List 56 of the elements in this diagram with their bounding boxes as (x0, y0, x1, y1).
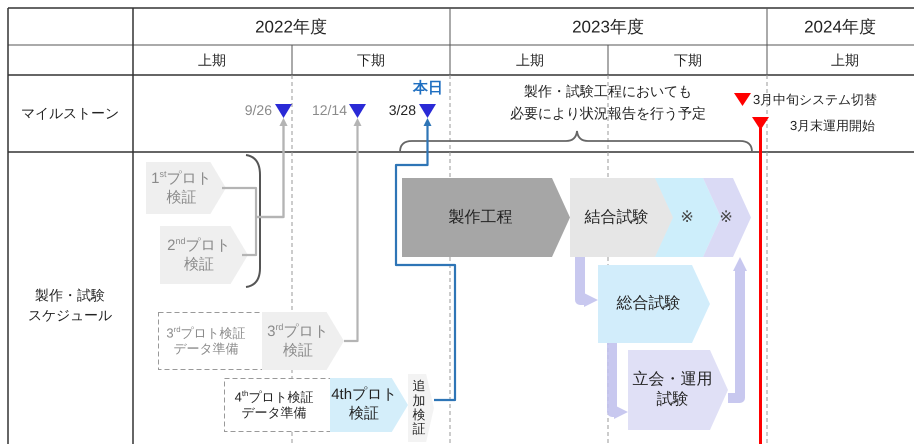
step-label: 2$^{nd}$プロト検証 (166, 236, 231, 274)
row-header: スケジュール (28, 307, 112, 325)
milestone-label: 3月末運用開始 (790, 117, 876, 135)
phase-block (160, 226, 248, 284)
dashed-box (224, 378, 332, 432)
step-label: 4thプロト検証 (330, 386, 398, 424)
milestone-marker (419, 104, 436, 118)
phase-block (402, 178, 570, 257)
step-label: 結合試験 (584, 208, 649, 228)
row-header: 製作・試験 (35, 287, 105, 305)
step-label: ※ (680, 208, 694, 228)
flow-arrow (607, 343, 628, 419)
flow-arrow (575, 257, 598, 307)
flow-arrow (728, 257, 747, 403)
note-text: 必要により状況報告を行う予定 (510, 105, 706, 123)
today-label: 本日 (413, 78, 443, 98)
milestone-marker (752, 117, 769, 130)
milestone-label: 9/26 (244, 102, 272, 118)
phase-block (146, 162, 226, 214)
row-header: マイルストーン (21, 105, 119, 123)
milestone-marker (734, 93, 751, 106)
milestone-marker (275, 104, 292, 118)
half-year-header: 上期 (831, 52, 859, 70)
step-label: 追加検証 (412, 379, 426, 437)
phase-block (598, 265, 710, 343)
phase-block (570, 178, 674, 257)
milestone-label: 3/28 (388, 102, 416, 118)
connector-arrow (394, 118, 456, 402)
step-label: ※ (719, 208, 733, 228)
phase-block (330, 378, 408, 432)
milestone-label: 12/14 (312, 102, 347, 118)
phase-block (628, 350, 728, 430)
year-header: 2024年度 (804, 16, 876, 38)
year-header: 2023年度 (572, 16, 644, 38)
half-year-header: 下期 (674, 52, 702, 70)
step-label: 総合試験 (616, 294, 681, 314)
phase-block (408, 374, 434, 442)
step-label: 3$^{rd}$プロト検証 (266, 322, 330, 360)
phase-block (655, 178, 721, 257)
phase-block (262, 312, 344, 370)
step-label: 3$^{rd}$プロト検証データ準備 (165, 324, 247, 358)
half-year-header: 上期 (198, 52, 226, 70)
connector-arrow (344, 118, 362, 342)
connector-arrow (242, 118, 288, 256)
step-label: 4$^{th}$プロト検証データ準備 (234, 388, 314, 422)
year-header: 2022年度 (255, 16, 327, 38)
milestone-marker (349, 104, 366, 118)
step-label: 1$^{st}$プロト検証 (150, 168, 212, 208)
step-label: 製作工程 (448, 208, 513, 228)
note-text: 製作・試験工程においても (524, 83, 692, 101)
milestone-label: 3月中旬システム切替 (753, 91, 878, 109)
dashed-box (158, 312, 264, 370)
half-year-header: 上期 (516, 52, 544, 70)
step-label: 立会・運用試験 (632, 370, 714, 410)
phase-block (703, 178, 751, 257)
half-year-header: 下期 (357, 52, 385, 70)
